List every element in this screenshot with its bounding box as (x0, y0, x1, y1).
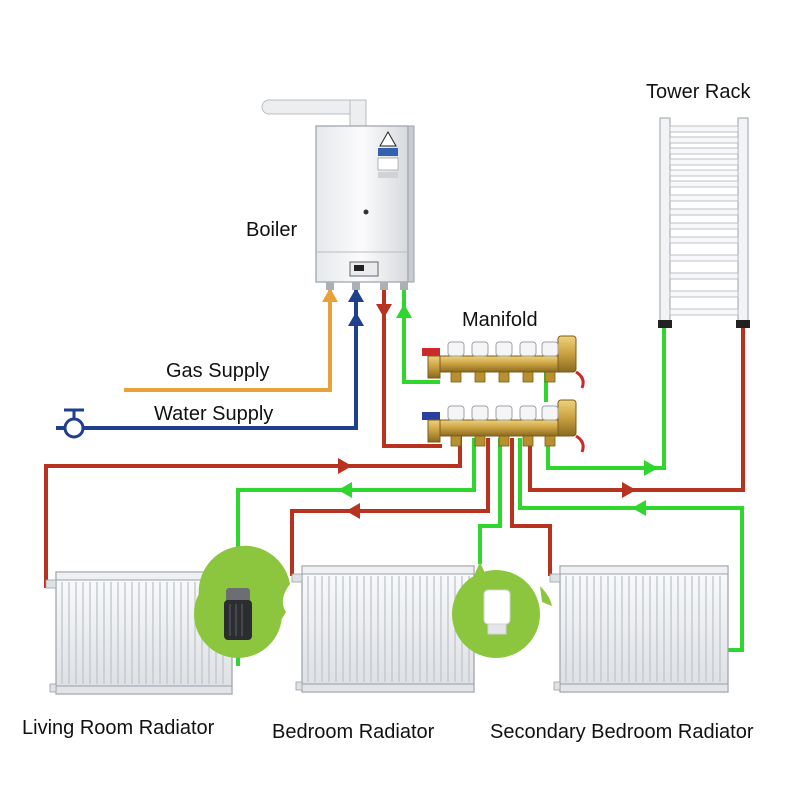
boiler-label: Boiler (246, 219, 297, 241)
manifold-cap (471, 405, 489, 421)
tower-rack-bars (669, 125, 739, 316)
water-supply-pipe (56, 288, 358, 430)
thermostat-bedroom (452, 562, 552, 658)
water-supply-label: Water Supply (154, 403, 273, 425)
secondary-bedroom-radiator-label: Secondary Bedroom Radiator (490, 721, 754, 743)
manifold-outlet (544, 371, 556, 383)
tower-rack-bar (669, 308, 739, 316)
boiler-flow-pipe (382, 288, 442, 448)
tower-rack-bar (669, 236, 739, 244)
tower-rack-bar (669, 194, 739, 202)
flow-arrow-icon (346, 503, 360, 519)
boiler-warning-icon (377, 130, 399, 178)
thermostat-living-room (194, 545, 290, 658)
tower-rack-bar (669, 272, 739, 280)
manifold-label: Manifold (462, 309, 538, 331)
manifold (422, 335, 585, 453)
flow-arrow-icon (348, 288, 364, 302)
tower-rack (658, 117, 750, 328)
manifold-cap (519, 405, 537, 421)
boiler-return-pipe (402, 288, 440, 384)
manifold-cap (495, 405, 513, 421)
gas-supply-pipe (124, 288, 332, 392)
flow-arrow-icon (622, 482, 636, 498)
flow-arrow-icon (338, 458, 352, 474)
radiators (45, 565, 729, 695)
manifold-outlet (522, 435, 534, 447)
manifold-outlet (450, 435, 462, 447)
flow-arrow-icon (396, 304, 412, 318)
tower-rack-bar (669, 180, 739, 188)
manifold-cap (541, 341, 559, 357)
manifold-cap (447, 405, 465, 421)
tower-rack-bar (669, 290, 739, 298)
boiler (261, 99, 415, 290)
bedroom-flow-pipe (290, 438, 490, 576)
thermostat-black-icon (224, 588, 252, 640)
tower-rack-bar (669, 147, 739, 155)
manifold-lower (422, 399, 577, 447)
tower-rack-bar (669, 169, 739, 177)
thermostat-white-icon (483, 589, 511, 635)
bedroom-radiator (291, 565, 475, 693)
bedroom-return-pipe (478, 438, 502, 564)
secondary-flow-pipe (510, 438, 552, 576)
bedroom-radiator-label: Bedroom Radiator (272, 721, 435, 743)
manifold-outlet (450, 371, 462, 383)
manifold-outlet (474, 371, 486, 383)
secondary-bedroom-radiator (549, 565, 729, 693)
flow-arrow-icon (644, 460, 658, 476)
flow-arrow-icon (632, 500, 646, 516)
valve-icon (63, 408, 85, 439)
manifold-outlet (498, 435, 510, 447)
manifold-upper (422, 335, 577, 383)
pipes (44, 288, 745, 666)
manifold-outlet (544, 435, 556, 447)
manifold-cap (519, 341, 537, 357)
tower-rack-label: Tower Rack (646, 81, 751, 103)
tower-rack-bar (669, 208, 739, 216)
tower-rack-bar (669, 222, 739, 230)
tower-rack-bar (669, 125, 739, 133)
flow-arrow-icon (338, 482, 352, 498)
manifold-outlet (498, 371, 510, 383)
living-room-flow-pipe (44, 433, 462, 588)
tower-rack-bar (669, 158, 739, 166)
manifold-outlet (522, 371, 534, 383)
flow-arrow-icon (348, 312, 364, 326)
flow-arrows (322, 288, 658, 519)
manifold-cap (447, 341, 465, 357)
secondary-return-pipe (518, 438, 744, 652)
tower-rack-bar (669, 136, 739, 144)
flow-arrow-icon (322, 288, 338, 302)
tower-rack-bar (669, 254, 739, 262)
tower-flow-pipe (528, 324, 745, 492)
manifold-cap (495, 341, 513, 357)
living-room-radiator-label: Living Room Radiator (22, 717, 215, 739)
manifold-cap (471, 341, 489, 357)
gas-supply-label: Gas Supply (166, 360, 269, 382)
manifold-outlet (474, 435, 486, 447)
tower-return-pipe (546, 324, 666, 470)
labels: Tower Rack Boiler Manifold Gas Supply Wa… (22, 81, 754, 743)
manifold-cap (541, 405, 559, 421)
flow-arrow-icon (376, 304, 392, 318)
